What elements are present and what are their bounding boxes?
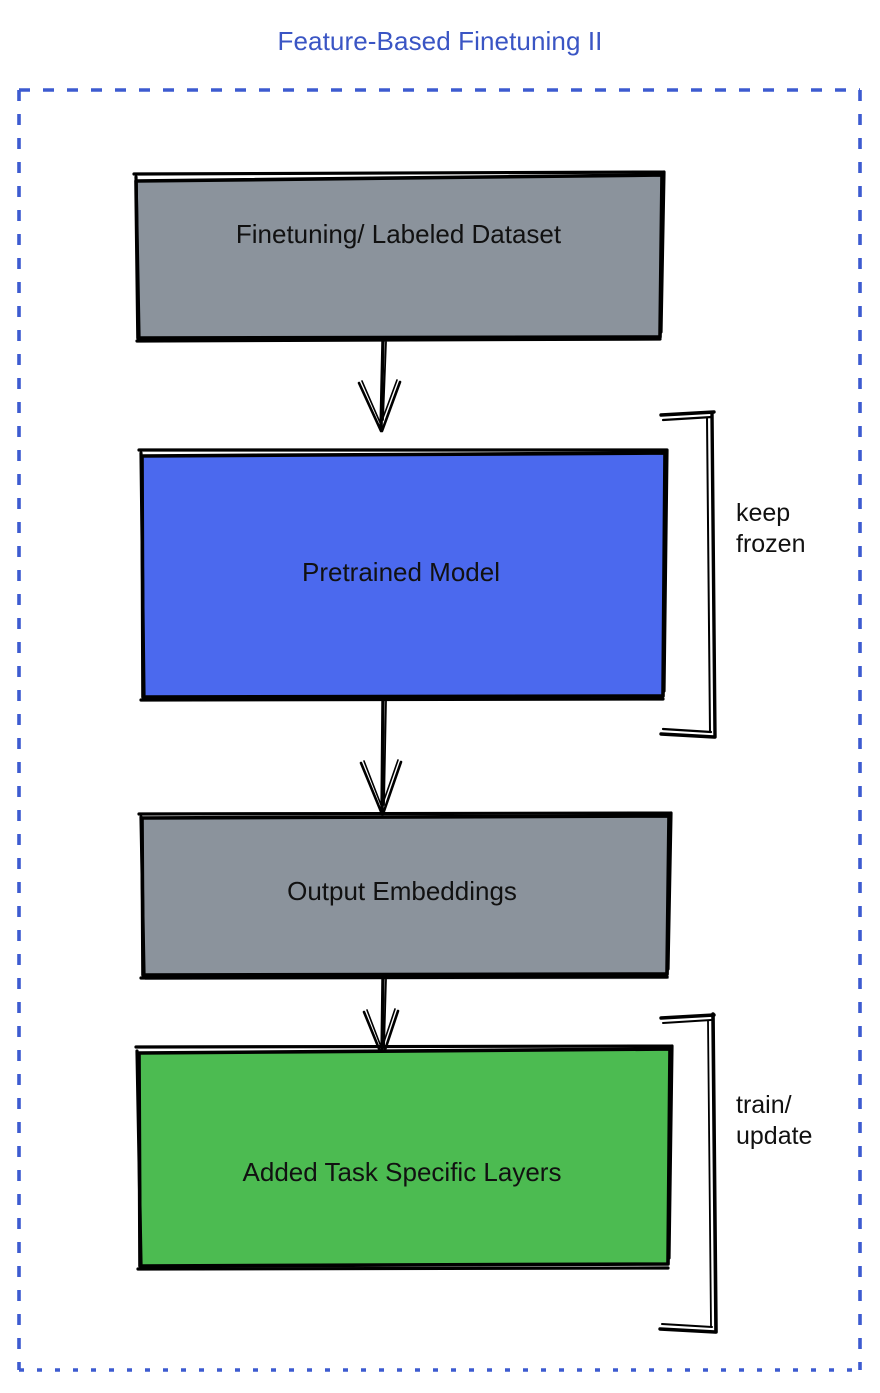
bracket-label-train-update: train/ update xyxy=(736,1090,866,1151)
bracket-train-update xyxy=(658,1012,718,1334)
page-title: Feature-Based Finetuning II xyxy=(277,26,603,56)
bracket-label-train-update-line1: train/ xyxy=(736,1091,792,1119)
bracket-label-keep-frozen-line2: frozen xyxy=(736,529,806,558)
node-label-added-task-specific-layers: Added Task Specific Layers xyxy=(242,1157,562,1187)
node-output-embeddings[interactable] xyxy=(137,811,673,980)
dashed-frame xyxy=(17,88,862,1372)
bracket-label-keep-frozen-line1: keep xyxy=(736,499,791,527)
node-pretrained-model[interactable] xyxy=(137,448,669,702)
bracket-label-train-update-line2: update xyxy=(736,1121,813,1150)
bracket-label-keep-frozen: keep frozen xyxy=(736,498,866,559)
bracket-keep-frozen xyxy=(659,410,717,739)
node-label-output-embeddings: Output Embeddings xyxy=(287,876,517,906)
edge-model-to-embeddings xyxy=(359,697,403,816)
node-label-pretrained-model: Pretrained Model xyxy=(302,557,500,587)
node-label-finetuning-dataset: Finetuning/ Labeled Dataset xyxy=(235,219,562,249)
node-finetuning-dataset[interactable] xyxy=(132,170,666,343)
node-added-task-specific-layers[interactable] xyxy=(134,1044,674,1271)
edge-embeddings-to-layers xyxy=(362,975,400,1058)
edge-dataset-to-model xyxy=(357,338,402,433)
